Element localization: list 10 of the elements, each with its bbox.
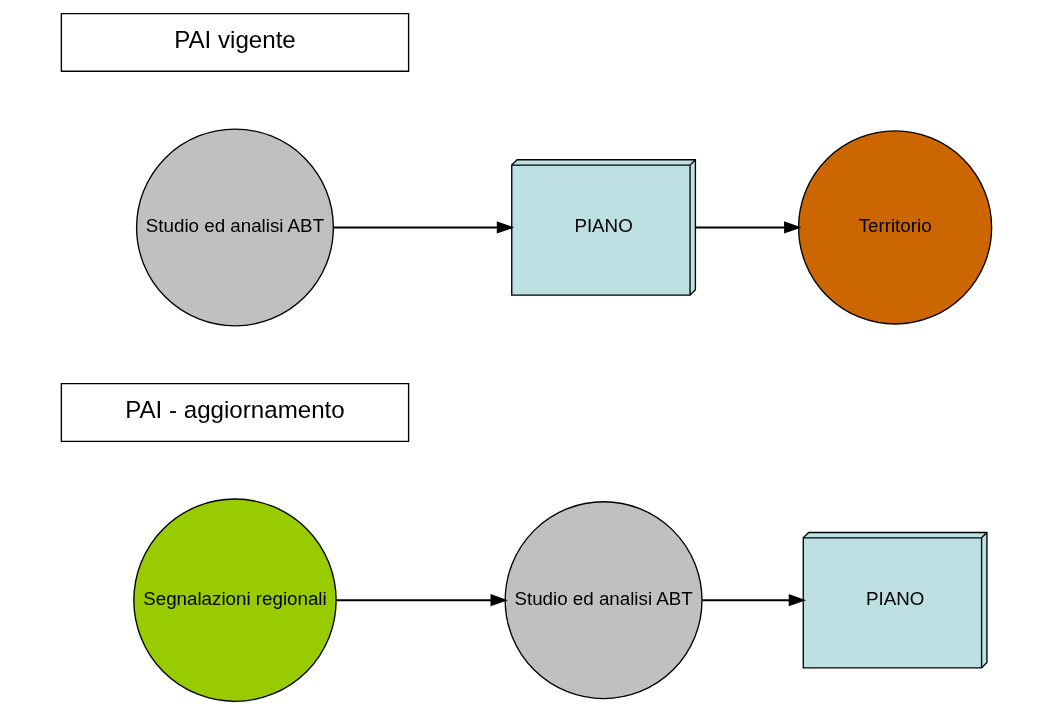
node-circle: Studio ed analisi ABT: [135, 128, 334, 327]
node-circle: Territorio: [797, 130, 992, 325]
node-circle: Studio ed analisi ABT: [504, 501, 703, 700]
node-circle: Segnalazioni regionali: [132, 498, 337, 702]
arrow: [701, 594, 806, 607]
arrow: [335, 594, 508, 607]
arrow: [333, 221, 514, 234]
node-box: PAI - aggiornamento: [60, 383, 409, 442]
node-box: PAI vigente: [60, 12, 409, 72]
arrow: [695, 221, 802, 234]
